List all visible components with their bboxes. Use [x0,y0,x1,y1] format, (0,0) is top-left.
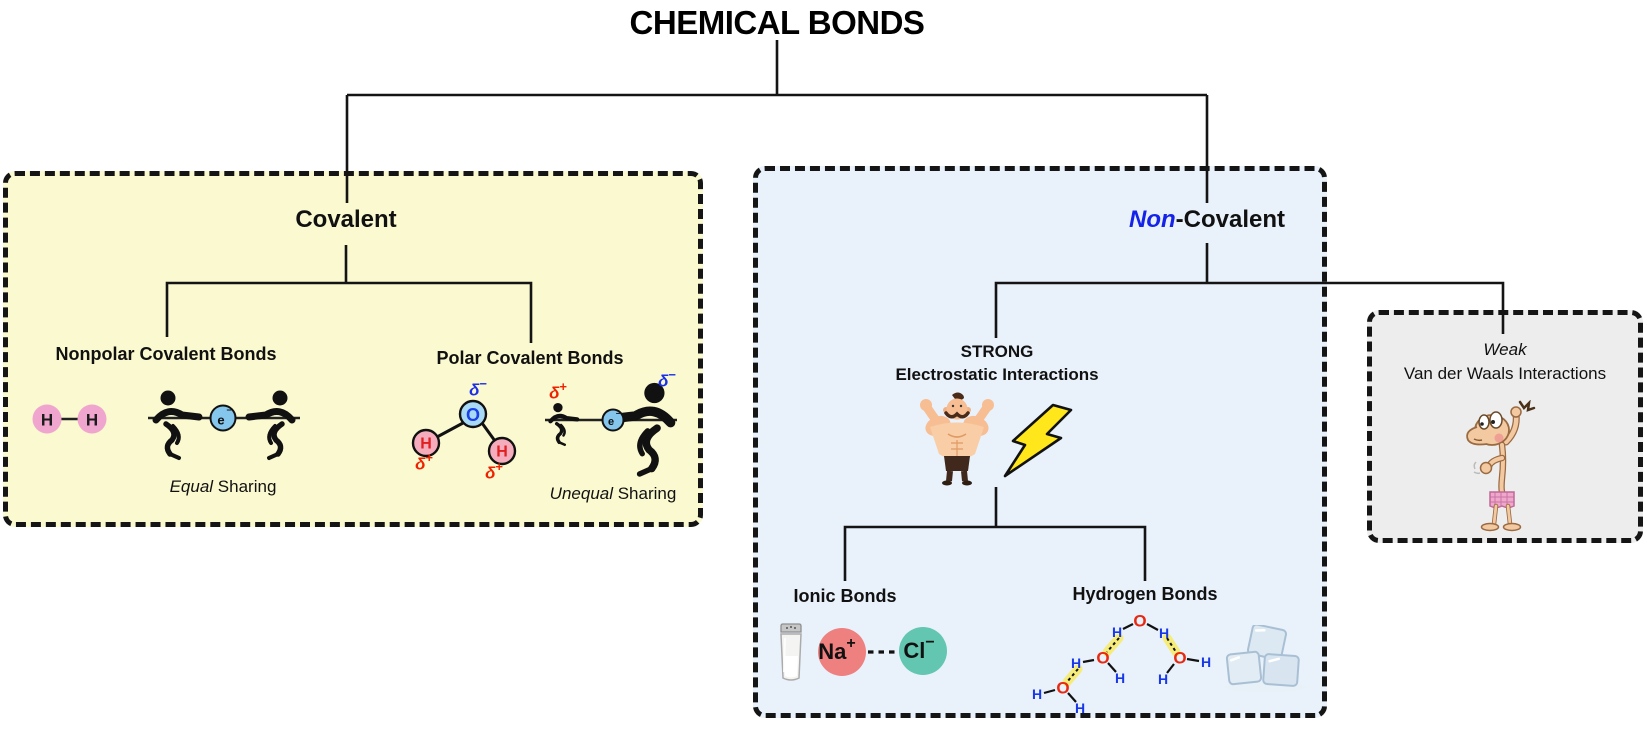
equal-sharing-caption: Equal Sharing [169,477,277,496]
svg-text:H: H [1201,654,1211,670]
delta-plus-label: δ+ [485,459,503,483]
covalent-title: Covalent [295,206,397,233]
svg-text:−: − [616,409,621,418]
h2-molecule-icon: H H [32,404,107,434]
svg-text:H: H [1115,670,1125,686]
svg-text:Cl−: Cl− [903,634,934,663]
muscle-man-icon [920,392,994,486]
weak-man-icon [1466,400,1536,532]
noncovalent-title: Non-Covalent [1128,206,1286,233]
hydrogen-bonds-label: Hydrogen Bonds [1072,584,1218,604]
ionic-bonds-label: Ionic Bonds [793,586,897,606]
svg-text:−: − [226,405,231,415]
covalent-box [3,171,703,527]
tug-of-war-unequal-icon: e − [545,370,677,482]
electron-label: e [217,413,224,428]
svg-text:H: H [1075,700,1085,716]
svg-text:H: H [1071,655,1081,671]
van-der-waals-label: Van der Waals Interactions [1403,364,1607,383]
nonpolar-covalent-label: Nonpolar Covalent Bonds [55,344,277,364]
svg-text:O: O [1096,649,1109,668]
page-title: CHEMICAL BONDS [629,4,925,41]
lightning-icon [1003,403,1073,478]
svg-text:O: O [1133,612,1146,631]
delta-plus-label: δ+ [415,450,433,474]
svg-text:O: O [1173,649,1186,668]
ice-cubes-icon [1224,625,1306,692]
polar-covalent-label: Polar Covalent Bonds [436,348,624,368]
svg-text:O: O [466,405,480,425]
svg-text:H: H [496,444,508,461]
sodium-ion [818,628,866,676]
water-cluster-icon: O H H O H H O H H O H H [1032,612,1211,717]
delta-plus-label: δ+ [549,379,567,403]
ionic-bond-graphic: Na+ Cl− [780,623,947,681]
svg-text:H: H [86,411,98,430]
water-molecule-icon: O H H [411,399,517,466]
salt-shaker-icon [780,623,802,681]
svg-text:H: H [1158,671,1168,687]
svg-text:H: H [1032,686,1042,702]
electron-label: e [608,416,614,428]
unequal-sharing-caption: Unequal Sharing [549,484,677,503]
svg-text:H: H [41,411,53,430]
delta-minus-label: δ− [469,376,487,400]
weak-label: Weak [1483,340,1527,359]
tug-of-war-equal-icon: e − [148,388,300,462]
svg-text:H: H [1112,624,1122,640]
strong-electrostatic-label: STRONG Electrostatic Interactions [895,342,1099,384]
svg-text:H: H [1159,625,1169,641]
svg-text:Na+: Na+ [818,635,855,664]
chloride-ion [899,627,947,675]
svg-text:O: O [1056,679,1069,698]
delta-minus-label: δ− [658,367,676,391]
svg-text:H: H [420,436,432,453]
